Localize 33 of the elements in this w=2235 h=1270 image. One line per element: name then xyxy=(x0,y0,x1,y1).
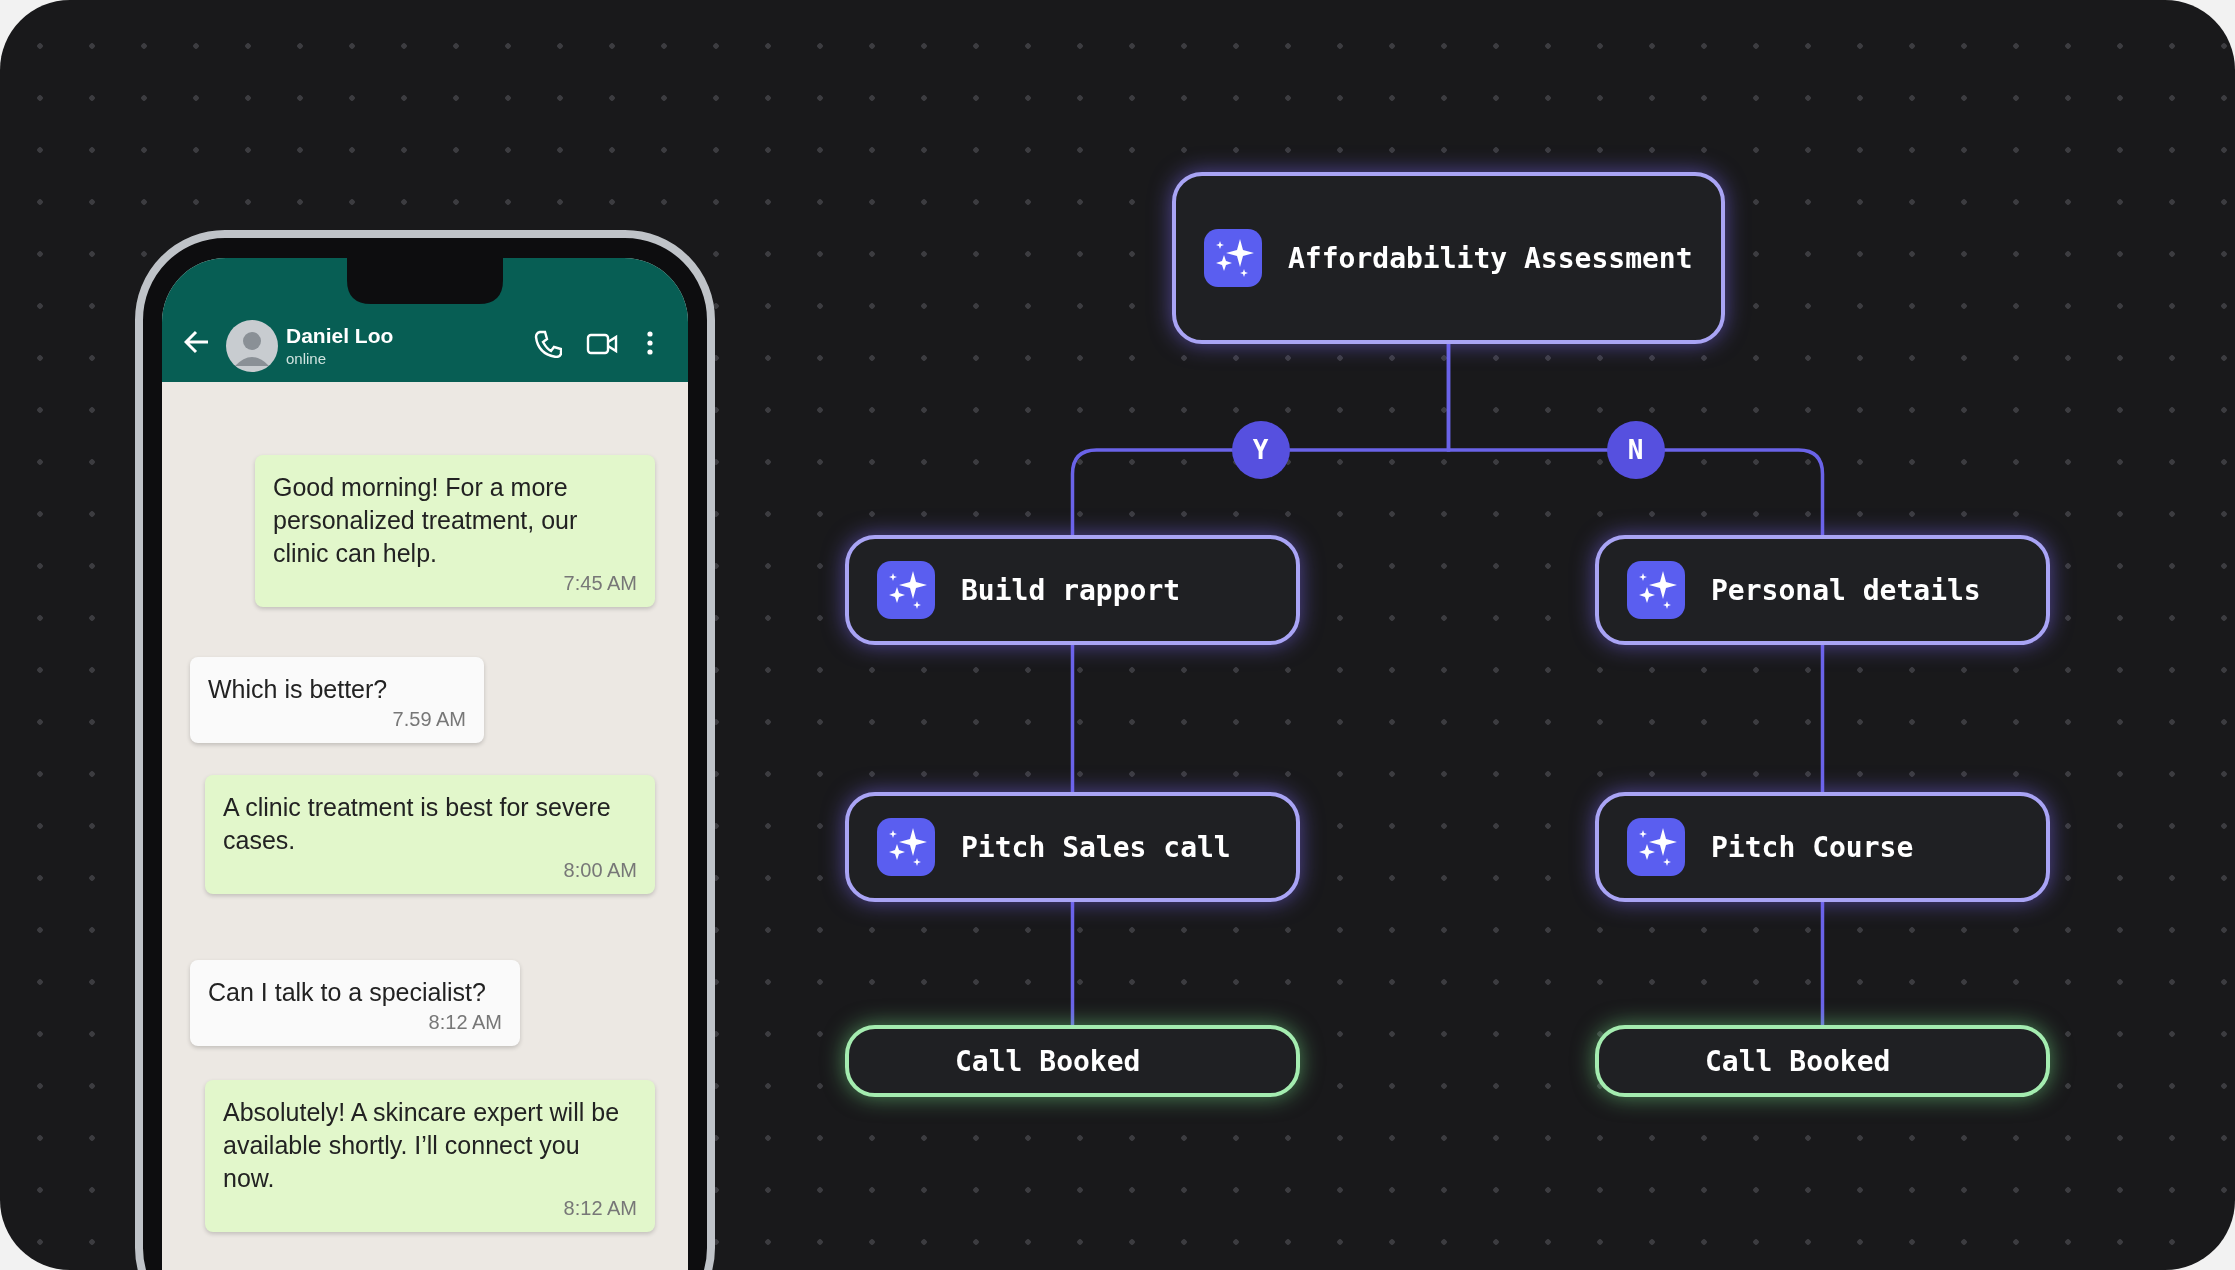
timestamp: 8:12 AM xyxy=(562,1197,637,1220)
node-label: Build rapport xyxy=(961,573,1181,607)
node-label: Call Booked xyxy=(1705,1044,1891,1078)
process-box xyxy=(1595,792,2050,902)
process-box xyxy=(1172,172,1725,344)
timestamp: 8:12 AM xyxy=(427,1011,502,1034)
message-text: Can I talk to a specialist? xyxy=(208,977,487,1008)
message-text: A clinic treatment is best for severe cases. xyxy=(223,792,612,856)
contact-name: Daniel Loo xyxy=(286,324,394,348)
timestamp: 7:45 AM xyxy=(562,572,637,595)
timestamp: 8:00 AM xyxy=(562,859,637,882)
connector-line xyxy=(1070,902,1075,1025)
process-box xyxy=(845,1025,1300,1097)
connector-line xyxy=(1820,902,1825,1025)
node-label: Personal details xyxy=(1711,573,1981,607)
process-box xyxy=(1595,535,2050,645)
process-box xyxy=(1595,1025,2050,1097)
node-label: Pitch Sales call xyxy=(961,830,1231,864)
process-box xyxy=(845,535,1300,645)
process-box xyxy=(845,792,1300,902)
connector-line xyxy=(1070,645,1075,792)
node-label: Affordability Assessment xyxy=(1288,241,1693,275)
connector-line xyxy=(1446,344,1825,535)
node-label: Pitch Course xyxy=(1711,830,1914,864)
connector-line xyxy=(1820,645,1825,792)
node-label: Call Booked xyxy=(955,1044,1141,1078)
message-text: Good morning! For a more personalized treatment, our clinic can help. xyxy=(273,472,579,569)
message-text: Absolutely! A skincare expert will be available shortly. I’ll connect you now. xyxy=(223,1097,621,1194)
edge-label: N xyxy=(1606,421,1665,479)
status-text: online xyxy=(286,350,327,367)
message-text: Which is better? xyxy=(208,674,389,705)
edge-label: Y xyxy=(1231,421,1290,479)
timestamp: 7.59 AM xyxy=(391,708,466,731)
